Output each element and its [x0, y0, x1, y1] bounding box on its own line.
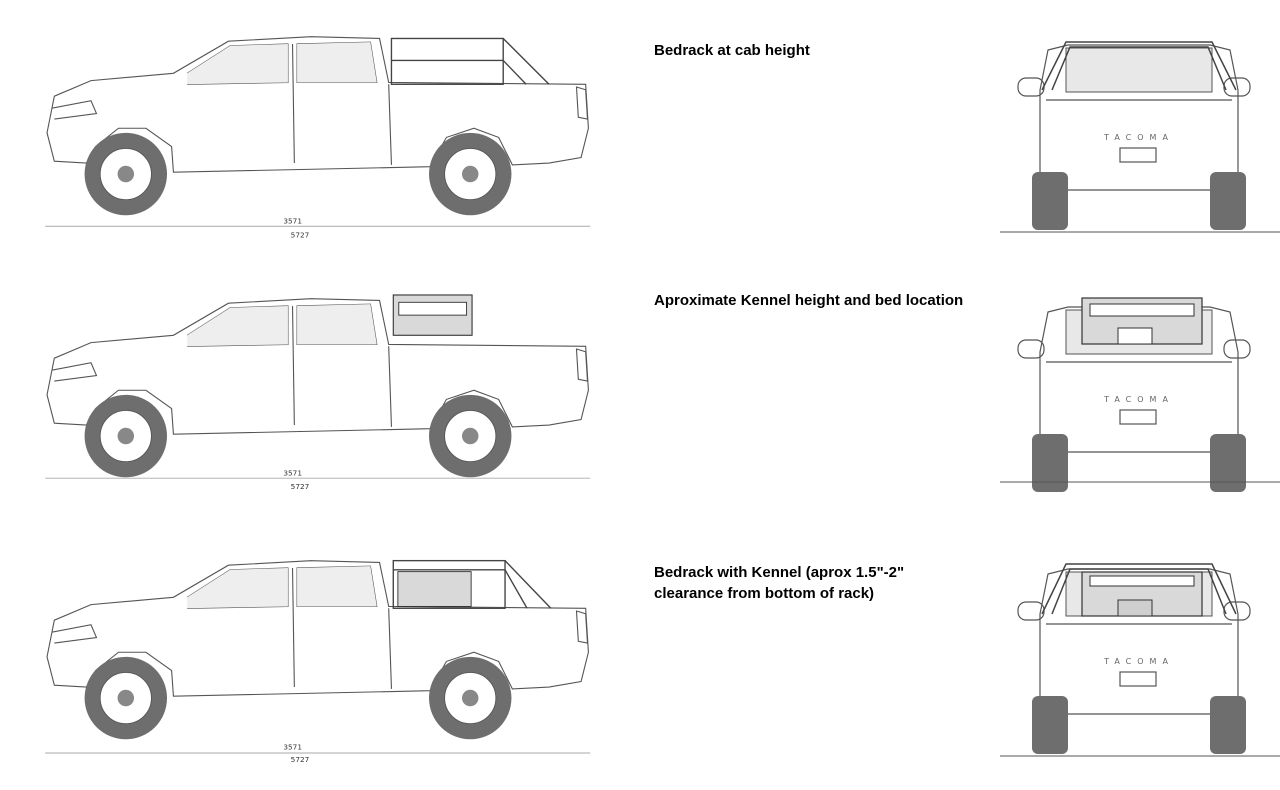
caption-line: Bedrack with Kennel (aprox 1.5"-2" — [654, 564, 905, 581]
truck-rear-view: TACOMA — [1000, 563, 1280, 757]
bed-rack-rear — [1041, 41, 1237, 91]
front-wheel — [84, 394, 168, 478]
truck-side-view: 3571 5727 — [45, 559, 591, 764]
rear-wheel — [429, 656, 512, 740]
front-wheel — [84, 132, 168, 216]
truck-rear-view: TACOMA — [1000, 41, 1280, 233]
caption-line: clearance from bottom of rack) — [654, 585, 875, 602]
truck-rear-view: TACOMA — [1000, 297, 1280, 492]
kennel-side — [392, 294, 473, 336]
caption-line: Bedrack at cab height — [654, 42, 810, 59]
length-dimension: 5727 — [291, 482, 310, 491]
length-dimension: 5727 — [291, 230, 310, 239]
length-dimension: 5727 — [291, 755, 310, 764]
wheelbase-dimension: 3571 — [283, 468, 302, 477]
caption-kennel: Aproximate Kennel height and bed locatio… — [654, 290, 994, 311]
rear-badge: TACOMA — [1103, 395, 1174, 404]
rear-wheel — [429, 394, 512, 478]
caption-bedrack-kennel: Bedrack with Kennel (aprox 1.5"-2" clear… — [654, 562, 994, 604]
rear-wheel — [429, 132, 512, 216]
bed-rack-side — [390, 37, 550, 85]
panel-bedrack-kennel: 3571 5727 Bedrack with Kennel (aprox 1.5… — [0, 524, 1280, 790]
caption-line: Aproximate Kennel height and bed locatio… — [654, 292, 964, 309]
kennel-side — [397, 571, 472, 607]
bed-rack-rear — [1041, 563, 1237, 615]
caption-bedrack: Bedrack at cab height — [654, 40, 994, 61]
truck-side-view: 3571 5727 — [45, 36, 591, 239]
rear-badge: TACOMA — [1103, 657, 1174, 666]
wheelbase-dimension: 3571 — [283, 217, 302, 226]
front-wheel — [84, 656, 168, 740]
kennel-rear — [1081, 571, 1203, 617]
panel-bedrack: 3571 5727 Bedrack at cab height TACOMA — [0, 0, 1280, 262]
rear-badge: TACOMA — [1103, 133, 1174, 142]
bed-rack-side — [392, 559, 552, 609]
panel-kennel: 3571 5727 Aproximate Kennel height and b… — [0, 262, 1280, 524]
wheelbase-dimension: 3571 — [283, 742, 302, 751]
kennel-rear — [1081, 297, 1203, 345]
truck-side-view: 3571 5727 — [45, 294, 591, 491]
